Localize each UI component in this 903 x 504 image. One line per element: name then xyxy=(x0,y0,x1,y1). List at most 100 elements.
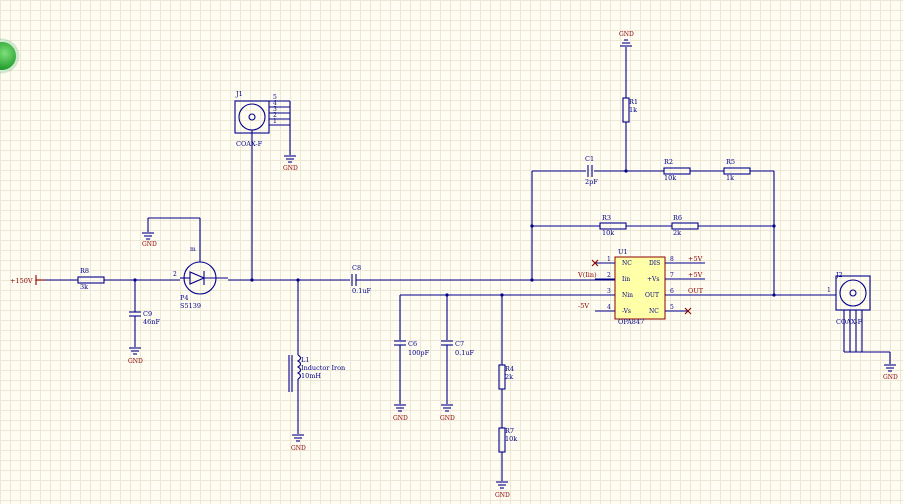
pin-numbers-u1-1-label: 1 xyxy=(607,256,611,263)
components-r8-ref-label: R8 xyxy=(80,267,89,275)
opamp-pins-nc-right-label: NC xyxy=(649,308,659,315)
ground-c7: GND xyxy=(440,404,455,422)
components-j2-ref-label: J2 xyxy=(835,271,843,279)
capacitor-c1[interactable]: C1 2pF xyxy=(585,155,598,186)
ground-p4: GND xyxy=(142,232,157,248)
resistor-r5[interactable]: R5 1k xyxy=(723,158,751,182)
coax-j2[interactable]: 1 J2 COAX-F xyxy=(827,271,891,364)
opamp-pins-out-label: OUT xyxy=(645,292,659,299)
components-c8-value-label: 0.1uF xyxy=(352,287,372,295)
pin-numbers-j1-d-label: 2 xyxy=(273,112,277,119)
capacitor-c7[interactable]: C7 0.1uF xyxy=(441,340,475,404)
components-r3-value-label: 10k xyxy=(602,229,614,237)
components-c7-value-label: 0.1uF xyxy=(455,349,475,357)
components-p4-ref-label: P4 xyxy=(180,294,189,302)
components-r8-value-label: 3k xyxy=(80,283,88,291)
capacitor-c6[interactable]: C6 100pF xyxy=(394,340,430,404)
opamp-pins-dis-label: DIS xyxy=(649,260,660,267)
ground-label-label: GND xyxy=(283,165,298,172)
pin-numbers-j1-b-label: 4 xyxy=(273,100,277,107)
net-label-input-voltage: +150V xyxy=(10,277,33,285)
ground-label-label: GND xyxy=(128,358,143,365)
resistor-r3[interactable]: R3 10k xyxy=(599,214,627,237)
ground-r7: GND xyxy=(495,481,510,499)
resistor-r7[interactable]: R7 10k xyxy=(498,427,517,453)
pin-numbers-u1-5-label: 5 xyxy=(670,304,674,311)
components-j2-value-label: COAX-F xyxy=(836,318,863,326)
pin-numbers-j1-a-label: 5 xyxy=(273,94,277,101)
pin-numbers-j2-pin-label: 1 xyxy=(827,287,831,294)
net-label-out: OUT xyxy=(688,287,704,295)
components-r4-ref-label: R4 xyxy=(505,365,514,373)
ground-label-label: GND xyxy=(495,492,510,499)
components-u1-value-label: OPA847 xyxy=(618,318,644,326)
opamp-pins-iin-label: Iin xyxy=(622,276,630,283)
pin-numbers-u1-4-label: 4 xyxy=(607,304,611,311)
pin-numbers-u1-8-label: 8 xyxy=(670,256,674,263)
components-r6-ref-label: R6 xyxy=(673,214,682,222)
components-j1-value-label: COAX-F xyxy=(236,140,263,148)
opamp-pins-nc-left-label: NC xyxy=(622,260,632,267)
components-c8-ref-label: C8 xyxy=(352,264,361,272)
components-c1-value-label: 2pF xyxy=(585,178,598,186)
pin-numbers-j1-e-label: 1 xyxy=(273,118,277,125)
pin-numbers-u1-3-label: 3 xyxy=(607,288,611,295)
ground-label-label: GND xyxy=(883,374,898,381)
resistor-r4[interactable]: R4 2k xyxy=(498,364,514,390)
components-c9-value-label: 46nF xyxy=(143,318,160,326)
components-r2-value-label: 10k xyxy=(664,174,676,182)
components-r1-value-label: 1k xyxy=(629,106,637,114)
resistor-r2[interactable]: R2 10k xyxy=(663,158,691,182)
resistor-r8[interactable]: R8 3k xyxy=(77,267,105,291)
ground-label-label: GND xyxy=(291,445,306,452)
ground-j2: GND xyxy=(883,364,898,381)
pin-numbers-u1-2-label: 2 xyxy=(607,272,611,279)
ground-c6: GND xyxy=(393,404,408,422)
pin-numbers-j1-c-label: 3 xyxy=(273,106,277,113)
resistor-r6[interactable]: R6 2k xyxy=(671,214,699,237)
photodiode-p4[interactable]: 2 m P4 S5139 xyxy=(147,217,228,310)
opamp-u1[interactable]: U1 OPA847 NC Iin Nin -Vs DIS +Vs OUT NC … xyxy=(595,248,774,326)
components-c7-ref-label: C7 xyxy=(455,340,464,348)
pin-numbers-p4-anode-label: 2 xyxy=(173,271,177,278)
pin-numbers-u1-6-label: 6 xyxy=(670,288,674,295)
net-label-pos5-top: +5V xyxy=(688,255,703,263)
opamp-pins-pos-vs-label: +Vs xyxy=(647,276,659,283)
ground-label-label: GND xyxy=(142,241,157,248)
ground-r1: GND xyxy=(619,31,634,47)
capacitor-c9[interactable]: C9 46nF xyxy=(129,278,160,347)
coax-j1[interactable]: 5 4 3 2 1 J1 COAX-F xyxy=(234,90,291,282)
resistor-r1[interactable]: R1 1k xyxy=(622,47,638,171)
components-r3-ref-label: R3 xyxy=(602,214,611,222)
components-l1-value2-label: 10mH xyxy=(301,372,321,380)
components-r6-value-label: 2k xyxy=(673,229,681,237)
components-r7-ref-label: R7 xyxy=(505,427,514,435)
net-label-neg5: -5V xyxy=(578,302,589,310)
ground-c9: GND xyxy=(128,347,143,365)
ground-label-label: GND xyxy=(619,31,634,38)
components-r7-value-label: 10k xyxy=(505,435,517,443)
input-net: +150V xyxy=(10,275,78,285)
components-c9-ref-label: C9 xyxy=(143,310,152,318)
components-u1-ref-label: U1 xyxy=(618,248,628,256)
net-label-pos5-mid: +5V xyxy=(688,271,703,279)
components-r5-value-label: 1k xyxy=(726,174,734,182)
components-r5-ref-label: R5 xyxy=(726,158,735,166)
components-r1-ref-label: R1 xyxy=(629,98,638,106)
components-l1-ref-label: L1 xyxy=(301,356,309,364)
inductor-l1[interactable]: L1 Inductor Iron 10mH xyxy=(288,278,345,434)
pin-numbers-u1-7-label: 7 xyxy=(670,272,674,279)
net-label-vin: V(Iin) xyxy=(577,271,597,279)
components-r4-value-label: 2k xyxy=(505,373,513,381)
opamp-pins-nin-label: Nin xyxy=(622,292,633,299)
components-c6-ref-label: C6 xyxy=(408,340,417,348)
ground-l1: GND xyxy=(291,434,306,452)
components-j1-ref-label: J1 xyxy=(235,90,243,98)
no-connect-markers xyxy=(591,259,692,315)
components-c6-value-label: 100pF xyxy=(408,349,430,357)
ground-j1: GND xyxy=(283,155,298,172)
pin-numbers-p4-mid-label: m xyxy=(190,246,196,253)
ground-label-label: GND xyxy=(440,415,455,422)
components-l1-value1-label: Inductor Iron xyxy=(301,364,345,372)
